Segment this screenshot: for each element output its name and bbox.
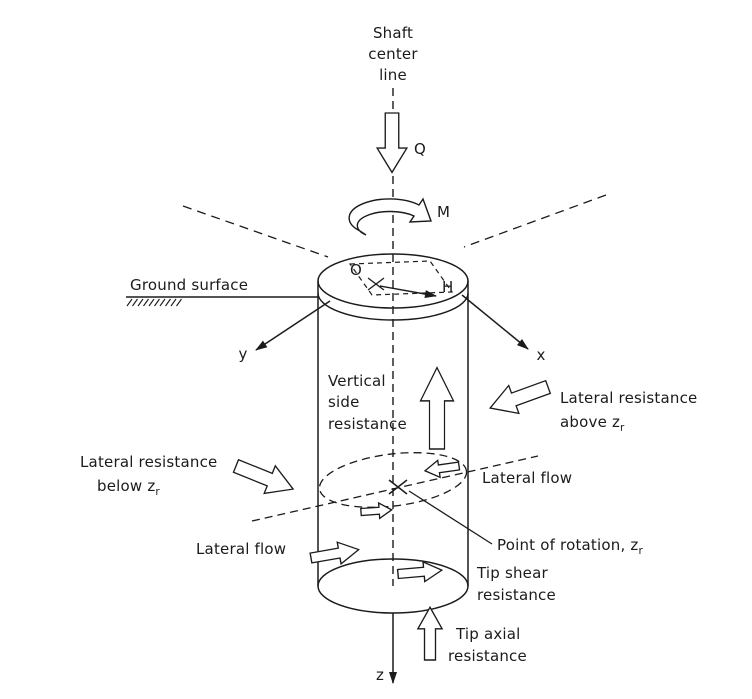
label-load-q: Q [414,140,426,158]
upper-right-axis-dash [463,194,607,248]
label-vertical-side-resistance-1: Vertical [328,372,386,390]
label-tip-axial-1: Tip axial [455,625,521,643]
ground-hatching [126,298,182,307]
rotation-leader-line [408,490,493,545]
origin-cross-mark [367,277,385,291]
x-axis-line [461,294,529,350]
label-lateral-below-1: Lateral resistance [80,453,217,471]
label-tip-shear-1: Tip shear [476,564,549,582]
label-point-of-rotation: Point of rotation, zr [497,536,643,557]
shaft-collar-arc [317,292,469,321]
lateral-resistance-below-arrow [229,451,300,504]
label-ground-surface: Ground surface [130,276,248,294]
moment-arrow [348,197,432,236]
label-origin-o: O [350,261,362,279]
label-lateral-flow-right: Lateral flow [482,469,572,487]
lateral-flow-inner-arrow [359,501,393,521]
label-axis-y: y [238,345,247,363]
lateral-flow-right-arrow [423,456,461,480]
axial-load-arrow [376,112,408,174]
top-face-plane [348,260,454,296]
tip-axial-arrow [417,606,443,661]
lateral-flow-left-arrow [308,538,362,570]
rotation-plane-ellipse [318,452,468,508]
label-moment-m: M [437,203,450,221]
label-shaft-center-line-1: Shaft [373,24,413,42]
upper-left-axis-dash [182,205,329,258]
h-force-arrow [379,285,437,299]
lateral-resistance-above-arrow [484,372,554,423]
label-lateral-flow-left: Lateral flow [196,540,286,558]
label-horizontal-h: H [442,278,453,296]
label-lateral-above-2: above zr [560,413,625,434]
label-lateral-below-2: below zr [97,477,160,498]
y-axis-line [255,300,331,351]
vertical-side-resistance-arrow [419,366,455,450]
rotation-point-cross [388,479,408,495]
label-tip-axial-2: resistance [448,647,527,665]
label-shaft-center-line-3: line [379,66,407,84]
label-axis-x: x [536,346,545,364]
label-tip-shear-2: resistance [477,586,556,604]
label-vertical-side-resistance-3: resistance [328,415,407,433]
label-lateral-above-1: Lateral resistance [560,389,697,407]
label-shaft-center-line-2: center [368,45,418,63]
label-axis-z: z [376,666,384,684]
shaft-top-ellipse [317,253,469,309]
label-vertical-side-resistance-2: side [328,393,360,411]
